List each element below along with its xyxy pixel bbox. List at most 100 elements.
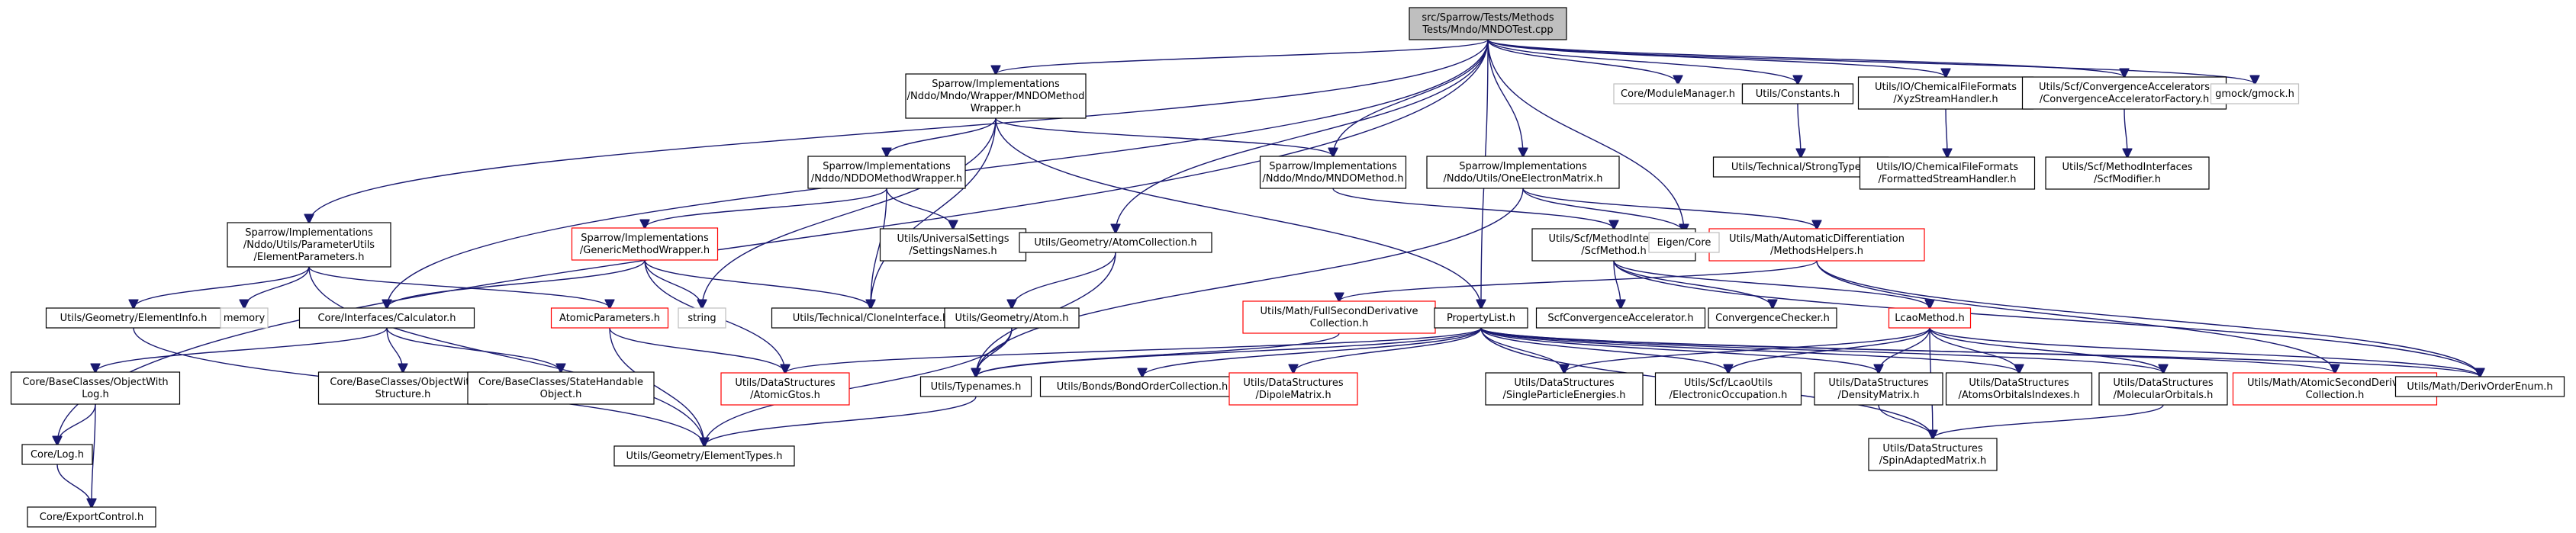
edge-arrow (1487, 39, 1684, 233)
node-genericwrapper[interactable]: Sparrow/Implementations/GenericMethodWra… (571, 227, 719, 261)
node-label: Collection.h (2306, 390, 2365, 401)
node-calculator[interactable]: Core/Interfaces/Calculator.h (298, 307, 475, 329)
edge-convaccfactory-to-scfmodifier (2124, 108, 2127, 157)
node-propertylist[interactable]: PropertyList.h (1434, 307, 1528, 329)
node-convchecker[interactable]: ConvergenceChecker.h (1708, 307, 1837, 329)
node-bondorder[interactable]: Utils/Bonds/BondOrderCollection.h (1039, 376, 1245, 397)
node-atomh[interactable]: Utils/Geometry/Atom.h (944, 307, 1080, 329)
node-label: memory (224, 313, 266, 324)
edge-arrow (1929, 327, 2163, 373)
node-elementtypes[interactable]: Utils/Geometry/ElementTypes.h (613, 445, 795, 467)
node-constants[interactable]: Utils/Constants.h (1741, 83, 1854, 104)
edge-arrow (1487, 39, 1523, 156)
node-box (1741, 83, 1854, 104)
node-convaccfactory[interactable]: Utils/Scf/ConvergenceAccelerators/Conver… (2021, 76, 2227, 110)
node-lcaomethod[interactable]: LcaoMethod.h (1888, 307, 1972, 329)
edge-arrow (1333, 39, 1489, 156)
edge-arrow (309, 39, 1489, 223)
node-label: Utils/IO/ChemicalFileFormats (1875, 82, 2017, 93)
edge-arrow (308, 266, 704, 446)
node-formattedstream[interactable]: Utils/IO/ChemicalFileFormats/FormattedSt… (1859, 156, 2036, 190)
edge-arrow (609, 327, 704, 446)
node-clone[interactable]: Utils/Technical/CloneInterface.h (771, 307, 971, 329)
edge-arrow (1332, 188, 1614, 229)
node-modulemanager[interactable]: Core/ModuleManager.h (1613, 83, 1743, 104)
node-label: Utils/Math/FullSecondDerivative (1261, 306, 1418, 317)
node-nddowrapper[interactable]: Sparrow/Implementations/Nddo/NDDOMethodW… (807, 156, 966, 189)
edge-root-to-mndomethod (1333, 39, 1489, 156)
node-label: /Nddo/Utils/ParameterUtils (243, 239, 375, 251)
edge-mndowrapper-to-nddowrapper (887, 117, 997, 156)
edge-arrow (95, 327, 388, 372)
edge-arrow (785, 327, 1482, 373)
node-label: Core/ModuleManager.h (1621, 88, 1735, 100)
node-fullsecond[interactable]: Utils/Math/FullSecondDerivativeCollectio… (1242, 300, 1436, 334)
node-logh[interactable]: Core/Log.h (21, 444, 93, 465)
node-elementparams[interactable]: Sparrow/Implementations/Nddo/Utils/Param… (227, 222, 391, 268)
node-root[interactable]: src/Sparrow/Tests/MethodsTests/Mndo/MNDO… (1409, 7, 1567, 40)
node-atomsorbitals[interactable]: Utils/DataStructures/AtomsOrbitalsIndexe… (1945, 372, 2093, 406)
edge-arrow (1816, 260, 2335, 373)
node-label: Utils/Bonds/BondOrderCollection.h (1057, 381, 1228, 393)
node-label: Core/ExportControl.h (40, 512, 143, 523)
node-atomicgtos[interactable]: Utils/DataStructures/AtomicGtos.h (720, 372, 850, 406)
node-dipolematrix[interactable]: Utils/DataStructures/DipoleMatrix.h (1228, 372, 1358, 406)
node-densitymatrix[interactable]: Utils/DataStructures/DensityMatrix.h (1814, 372, 1943, 406)
node-singleparticle[interactable]: Utils/DataStructures/SingleParticleEnerg… (1485, 372, 1644, 406)
node-derivorder[interactable]: Utils/Math/DerivOrderEnum.h (2394, 376, 2565, 397)
node-mndowrapper[interactable]: Sparrow/Implementations/Nddo/Mndo/Wrappe… (905, 73, 1087, 119)
node-box (1409, 7, 1567, 40)
node-gmock[interactable]: gmock/gmock.h (2210, 83, 2300, 104)
node-label: ScfConvergenceAccelerator.h (1547, 313, 1693, 324)
edge-autodiff-to-derivorder (1816, 260, 2480, 377)
node-atomicparams[interactable]: AtomicParameters.h (550, 307, 669, 329)
node-molecularorbitals[interactable]: Utils/DataStructures/MolecularOrbitals.h (2098, 372, 2228, 406)
node-atomcollection[interactable]: Utils/Geometry/AtomCollection.h (1019, 232, 1212, 253)
node-label: Object.h (540, 389, 582, 400)
node-box (550, 307, 669, 329)
node-scfconvacc[interactable]: ScfConvergenceAccelerator.h (1535, 307, 1706, 329)
node-scfmodifier[interactable]: Utils/Scf/MethodInterfaces/ScfModifier.h (2045, 156, 2210, 190)
edge-root-to-logh (57, 39, 1489, 445)
node-autodiff[interactable]: Utils/Math/AutomaticDifferentiation/Meth… (1708, 228, 1925, 262)
edge-mndowrapper-to-string (702, 117, 997, 308)
node-strongtype[interactable]: Utils/Technical/StrongType.h (1712, 156, 1889, 178)
edge-atomh-to-elementtypes (704, 327, 1013, 446)
node-label: Tests/Mndo/MNDOTest.cpp (1422, 24, 1553, 36)
node-label: Utils/Math/AtomicSecondDerivative (2247, 377, 2423, 389)
edge-nddowrapper-to-genericwrapper (645, 188, 887, 228)
edge-autodiff-to-fullsecond (1339, 260, 1818, 301)
edge-arrow (1522, 188, 1817, 229)
node-label: AtomicParameters.h (559, 313, 660, 324)
node-box (1228, 372, 1358, 406)
node-oneelectron[interactable]: Sparrow/Implementations/Nddo/Utils/OneEl… (1426, 156, 1620, 189)
node-box (2098, 372, 2228, 406)
node-exportcontrol[interactable]: Core/ExportControl.h (27, 506, 156, 528)
edge-arrow (1480, 327, 1728, 373)
node-label: Utils/Geometry/AtomCollection.h (1034, 237, 1196, 249)
node-xyzstream[interactable]: Utils/IO/ChemicalFileFormats/XyzStreamHa… (1857, 76, 2034, 110)
node-label: Collection.h (1310, 318, 1369, 329)
node-memory[interactable]: memory (220, 307, 269, 329)
node-univsettings[interactable]: Utils/UniversalSettings/SettingsNames.h (879, 228, 1027, 262)
node-label: Utils/UniversalSettings (897, 233, 1009, 245)
node-electronicocc[interactable]: Utils/Scf/LcaoUtils/ElectronicOccupation… (1654, 372, 1802, 406)
edge-objwithlog-to-logh (57, 403, 96, 445)
node-elementinfo[interactable]: Utils/Geometry/ElementInfo.h (45, 307, 222, 329)
node-mndomethod[interactable]: Sparrow/Implementations/Nddo/Mndo/MNDOMe… (1259, 156, 1407, 189)
node-label: Sparrow/Implementations (823, 161, 951, 172)
edge-arrow (1142, 327, 1482, 377)
node-spinadapted[interactable]: Utils/DataStructures/SpinAdaptedMatrix.h (1868, 438, 1998, 471)
edge-arrow (57, 39, 1489, 445)
node-eigencore[interactable]: Eigen/Core (1648, 232, 1720, 253)
node-box (1712, 156, 1889, 178)
node-string[interactable]: string (678, 307, 726, 329)
edge-arrow (644, 259, 702, 308)
edge-root-to-mndowrapper (996, 39, 1489, 74)
edge-logh-to-exportcontrol (56, 464, 92, 507)
node-typenames[interactable]: Utils/Typenames.h (919, 376, 1032, 397)
node-box (720, 372, 850, 406)
